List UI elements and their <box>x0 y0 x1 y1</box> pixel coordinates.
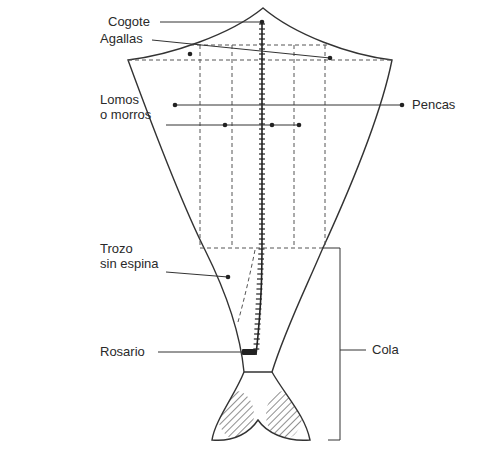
part-label: Cogote <box>108 14 150 29</box>
cut-lines <box>128 45 392 322</box>
vertebrae <box>253 24 265 349</box>
part-label: Agallas <box>100 31 143 46</box>
part-label: Trozo sin espina <box>100 241 159 271</box>
spine <box>256 20 262 355</box>
leader-dots <box>173 20 405 355</box>
fin-hatching <box>218 391 302 439</box>
part-label: Rosario <box>100 344 145 359</box>
fish-body <box>128 8 392 372</box>
part-label: Pencas <box>412 97 455 112</box>
part-label: Lomos o morros <box>100 92 151 122</box>
tail-fin <box>212 372 310 440</box>
leader-lines <box>152 22 404 440</box>
bracket-label: Cola <box>372 342 399 357</box>
